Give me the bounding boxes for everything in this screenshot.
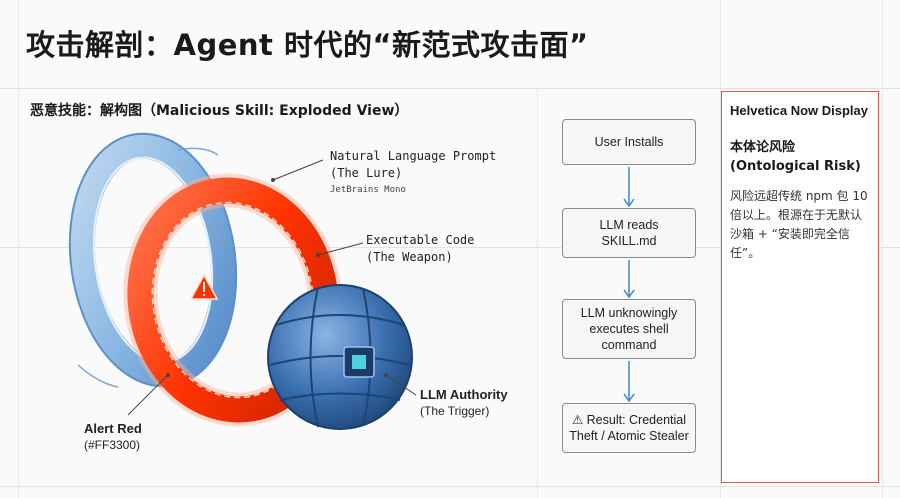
flow-step-text: User Installs: [594, 135, 664, 149]
flow-step-llm-reads: LLM reads SKILL.md: [562, 208, 696, 258]
flow-step-text: ⚠ Result: Credential: [571, 413, 687, 427]
flow-step-text: LLM reads: [599, 218, 659, 232]
risk-card: [721, 91, 879, 483]
flow-step-text: SKILL.md: [601, 234, 657, 248]
grid-line: [882, 0, 883, 498]
grid-line: [0, 247, 900, 248]
risk-body-line: 沙箱 + “安装即完全信任”。: [730, 227, 850, 260]
grid-line: [0, 88, 900, 89]
weapon-subtitle: (The Weapon): [366, 250, 453, 264]
trigger-sphere: [267, 284, 413, 430]
risk-body-line: 倍以上。根源在于无默认: [730, 208, 863, 222]
grid-line: [18, 0, 19, 498]
trigger-subtitle: (The Trigger): [420, 404, 490, 418]
risk-title-cn: 本体论风险: [730, 140, 796, 155]
flow-step-text: executes shell: [589, 322, 669, 336]
flow-step-text: LLM unknowingly: [580, 306, 678, 320]
grid-line: [0, 486, 900, 487]
section-title: 恶意技能：解构图（Malicious Skill: Exploded View）: [30, 103, 409, 119]
flow-step-executes-shell: LLM unknowingly executes shell command: [562, 299, 696, 359]
risk-title: 本体论风险 (Ontological Risk): [730, 138, 861, 176]
weapon-ring: [123, 173, 343, 427]
alert-red-label: Alert Red (#FF3300): [84, 420, 142, 454]
risk-title-en: (Ontological Risk): [730, 159, 861, 174]
alert-red-hex: (#FF3300): [84, 438, 141, 452]
exploded-view-illustration: [68, 132, 417, 430]
risk-font-label: Helvetica Now Display: [730, 103, 868, 118]
flow-step-user-installs: User Installs: [562, 119, 696, 165]
risk-body: 风险远超传统 npm 包 10 倍以上。根源在于无默认 沙箱 + “安装即完全信…: [730, 187, 875, 263]
weapon-label: Executable Code (The Weapon): [366, 232, 474, 266]
grid-line: [537, 89, 538, 498]
warning-icon: [189, 273, 219, 300]
page-title: 攻击解剖：Agent 时代的“新范式攻击面”: [26, 28, 589, 62]
trigger-label: LLM Authority (The Trigger): [420, 386, 508, 420]
lure-title: Natural Language Prompt: [330, 149, 497, 163]
flow-step-text: command: [601, 338, 657, 352]
lure-subtitle: (The Lure): [330, 166, 403, 180]
risk-body-line: 风险远超传统 npm 包 10: [730, 189, 868, 203]
flow-arrows: [623, 167, 635, 403]
lure-label: Natural Language Prompt (The Lure) JetBr…: [330, 148, 496, 199]
flow-step-result: ⚠ Result: Credential Theft / Atomic Stea…: [562, 403, 696, 453]
grid-line: [720, 0, 721, 498]
chip-icon: [343, 346, 375, 378]
lure-font-note: JetBrains Mono: [330, 185, 406, 195]
weapon-title: Executable Code: [366, 233, 475, 247]
flow-step-text: Theft / Atomic Stealer: [569, 429, 689, 443]
trigger-title: LLM Authority: [420, 387, 508, 402]
alert-red-title: Alert Red: [84, 421, 142, 436]
